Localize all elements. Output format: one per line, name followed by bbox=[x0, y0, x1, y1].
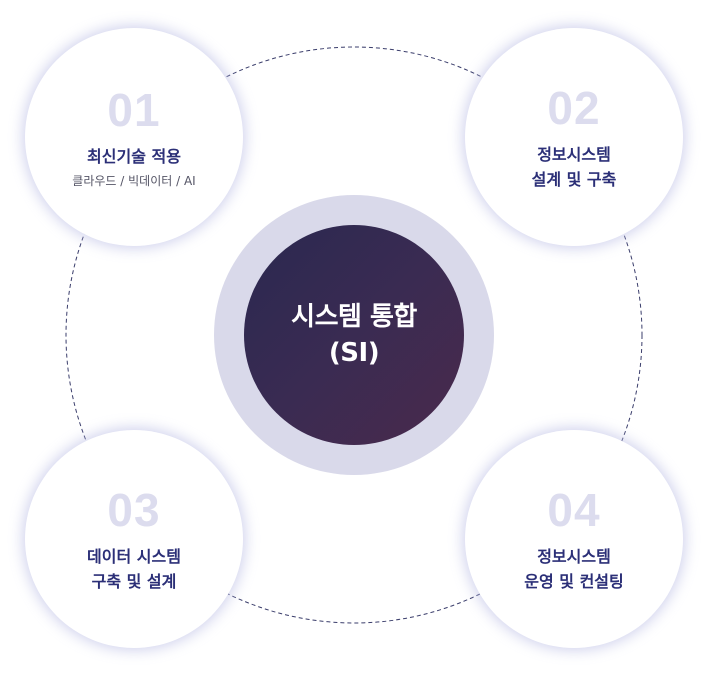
item-title-line-2: 구축 및 설계 bbox=[91, 572, 177, 591]
item-title-line-1: 데이터 시스템 bbox=[87, 547, 181, 566]
item-title-line-2: 설계 및 구축 bbox=[531, 170, 617, 189]
item-circle-02: 02 정보시스템 설계 및 구축 bbox=[465, 28, 683, 246]
item-circle-03: 03 데이터 시스템 구축 및 설계 bbox=[25, 430, 243, 648]
item-title-line-1: 정보시스템 bbox=[537, 547, 611, 566]
item-subtitle: 클라우드 / 빅데이터 / AI bbox=[72, 173, 196, 188]
item-title-line-1: 정보시스템 bbox=[537, 145, 611, 164]
item-circle-01: 01 최신기술 적용 클라우드 / 빅데이터 / AI bbox=[25, 28, 243, 246]
item-number: 04 bbox=[547, 484, 601, 536]
item-title: 최신기술 적용 bbox=[87, 146, 181, 166]
item-number: 03 bbox=[107, 484, 161, 536]
item-number: 02 bbox=[547, 82, 601, 134]
item-title-line-2: 운영 및 컨설팅 bbox=[524, 572, 624, 591]
center-ring: 시스템 통합 (SI) bbox=[214, 195, 494, 475]
item-number: 01 bbox=[107, 83, 161, 136]
center-circle: 시스템 통합 (SI) bbox=[244, 225, 464, 445]
item-circle-04: 04 정보시스템 운영 및 컨설팅 bbox=[465, 430, 683, 648]
center-subtitle: (SI) bbox=[328, 338, 380, 368]
center-title: 시스템 통합 bbox=[291, 302, 417, 332]
